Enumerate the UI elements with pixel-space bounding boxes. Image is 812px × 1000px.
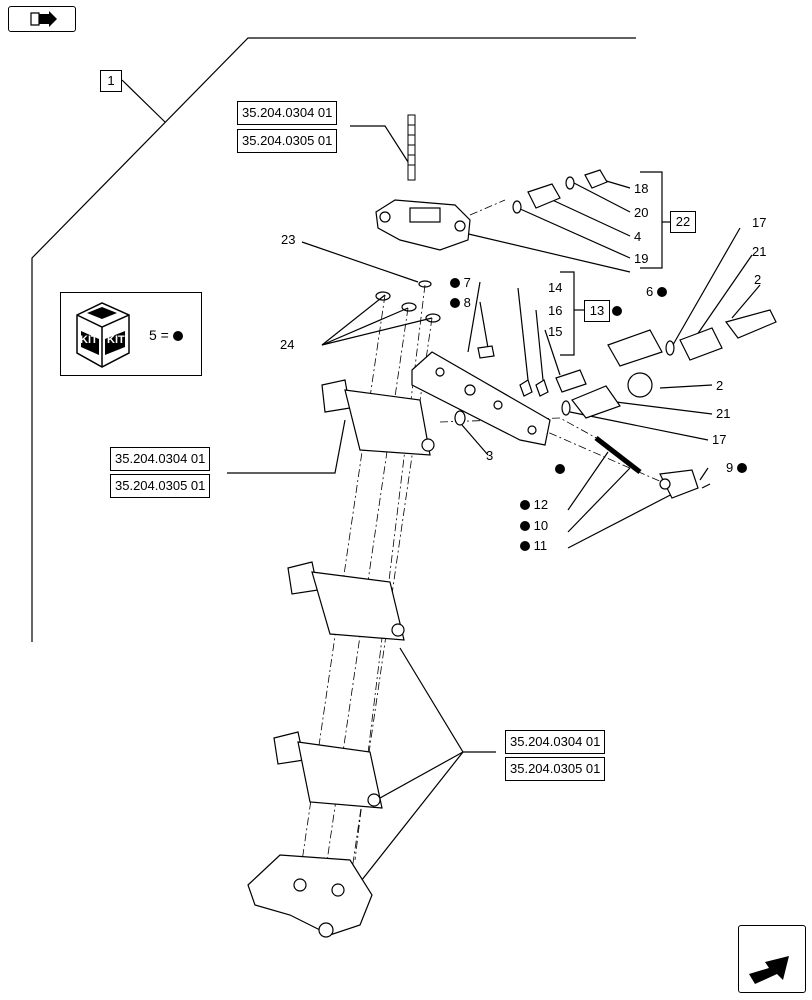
label-bracket-dot — [555, 461, 565, 476]
top-fittings — [512, 169, 608, 214]
next-page-button[interactable] — [738, 925, 806, 993]
threaded-stud — [407, 114, 416, 181]
label-3[interactable]: 3 — [486, 448, 494, 463]
label-2a[interactable]: 2 — [754, 272, 762, 287]
ref-mid-b[interactable]: 35.204.0305 01 — [110, 474, 211, 498]
forward-arrow-icon — [749, 956, 789, 984]
label-9[interactable]: 9 — [726, 460, 747, 475]
label-24[interactable]: 24 — [280, 337, 295, 352]
label-2b[interactable]: 2 — [716, 378, 724, 393]
label-21b[interactable]: 21 — [716, 406, 731, 421]
label-13-dot — [612, 303, 622, 318]
kit-legend: KIT KIT 5 = — [60, 292, 202, 376]
label-14[interactable]: 14 — [548, 280, 563, 295]
ref-mid-a[interactable]: 35.204.0304 01 — [110, 447, 211, 471]
label-20[interactable]: 20 — [634, 205, 649, 220]
item-box-22: 22 — [670, 211, 696, 233]
label-18[interactable]: 18 — [634, 181, 649, 196]
label-7[interactable]: 7 — [450, 275, 471, 290]
label-11[interactable]: 11 — [520, 538, 547, 553]
ref-bot-b[interactable]: 35.204.0305 01 — [505, 757, 606, 781]
label-21a[interactable]: 21 — [752, 244, 767, 259]
seals — [375, 280, 441, 323]
label-6[interactable]: 6 — [646, 284, 667, 299]
label-15[interactable]: 15 — [548, 324, 563, 339]
item-box-13: 13 — [584, 300, 610, 322]
label-23[interactable]: 23 — [281, 232, 296, 247]
kit-word-1: KIT — [80, 334, 98, 346]
ref-top-b[interactable]: 35.204.0305 01 — [237, 129, 338, 153]
kit-word-2: KIT — [107, 334, 125, 346]
kit-dot-icon — [520, 521, 530, 531]
kit-dot-icon — [520, 500, 530, 510]
valve-sections — [273, 379, 435, 809]
label-8[interactable]: 8 — [450, 295, 471, 310]
back-arrow-icon — [30, 11, 57, 27]
kit-dot-icon — [555, 464, 565, 474]
label-16[interactable]: 16 — [548, 303, 563, 318]
kit-dot-icon — [450, 298, 460, 308]
lever-bracket — [411, 345, 587, 446]
item-box-1: 1 — [100, 70, 122, 92]
kit-dot-icon — [612, 306, 622, 316]
assembly-bracket — [31, 37, 761, 896]
kit-box-icon — [76, 302, 130, 368]
ref-top-a[interactable]: 35.204.0304 01 — [237, 101, 338, 125]
label-4[interactable]: 4 — [634, 229, 642, 244]
kit-dot-icon — [656, 287, 667, 297]
label-12[interactable]: 12 — [520, 497, 548, 512]
end-cover — [375, 199, 471, 251]
previous-page-button[interactable] — [8, 6, 76, 32]
label-19[interactable]: 19 — [634, 251, 649, 266]
label-17a[interactable]: 17 — [752, 215, 767, 230]
kit-dot-icon — [520, 541, 530, 551]
kit-dot-icon — [736, 463, 747, 473]
spool-assemblies — [561, 309, 777, 499]
base-plate — [247, 854, 373, 938]
kit-dot-icon — [450, 278, 460, 288]
ref-bot-a[interactable]: 35.204.0304 01 — [505, 730, 606, 754]
kit-legend-text: 5 = — [149, 327, 183, 343]
label-10[interactable]: 10 — [520, 518, 548, 533]
kit-dot-icon — [172, 331, 183, 341]
label-17b[interactable]: 17 — [712, 432, 727, 447]
